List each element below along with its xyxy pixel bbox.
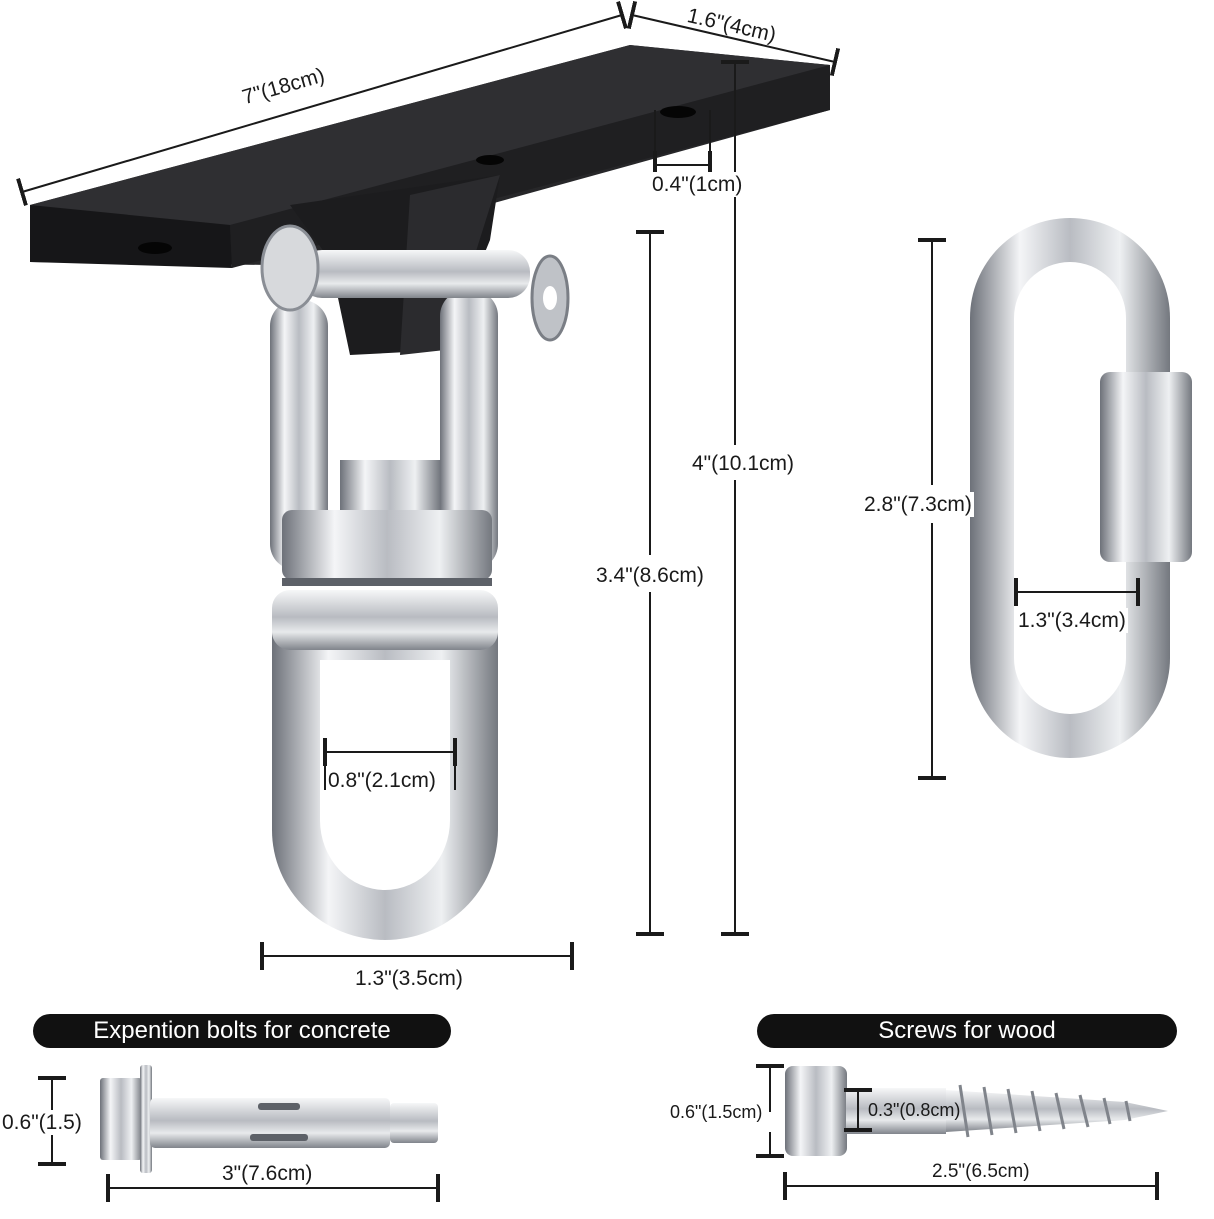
plate-hole-icon [138,242,172,254]
hole-diameter-label: 0.4"(1cm) [650,172,745,197]
bolt-diameter-label: 0.6"(1.5) [0,1110,84,1135]
swivel-height-label: 3.4"(8.6cm) [594,563,706,588]
plate-hole-icon [476,155,504,165]
wood-screw [785,1066,1168,1156]
screws-section-title: Screws for wood [757,1014,1177,1048]
screw-length-label: 2.5"(6.5cm) [932,1161,1030,1182]
shackle [260,224,570,570]
link-length-label: 2.8"(7.3cm) [862,492,974,517]
expansion-bolt [100,1065,438,1173]
plate-hole-icon [660,106,696,118]
bolt-length-label: 3"(7.6cm) [222,1162,313,1185]
total-height-label: 4"(10.1cm) [690,451,796,476]
bolts-section-title: Expention bolts for concrete [33,1014,451,1048]
swivel-width-label: 1.3"(3.5cm) [355,967,463,990]
ring-width-label: 0.8"(2.1cm) [326,768,438,793]
link-opening-label: 1.3"(3.4cm) [1016,608,1128,633]
dimension-lines [16,0,1159,1202]
screw-head-label: 0.6"(1.5cm) [668,1101,765,1123]
quick-link [970,218,1192,758]
eye-ring [272,590,498,940]
screw-shank-label: 0.3"(0.8cm) [868,1100,961,1120]
